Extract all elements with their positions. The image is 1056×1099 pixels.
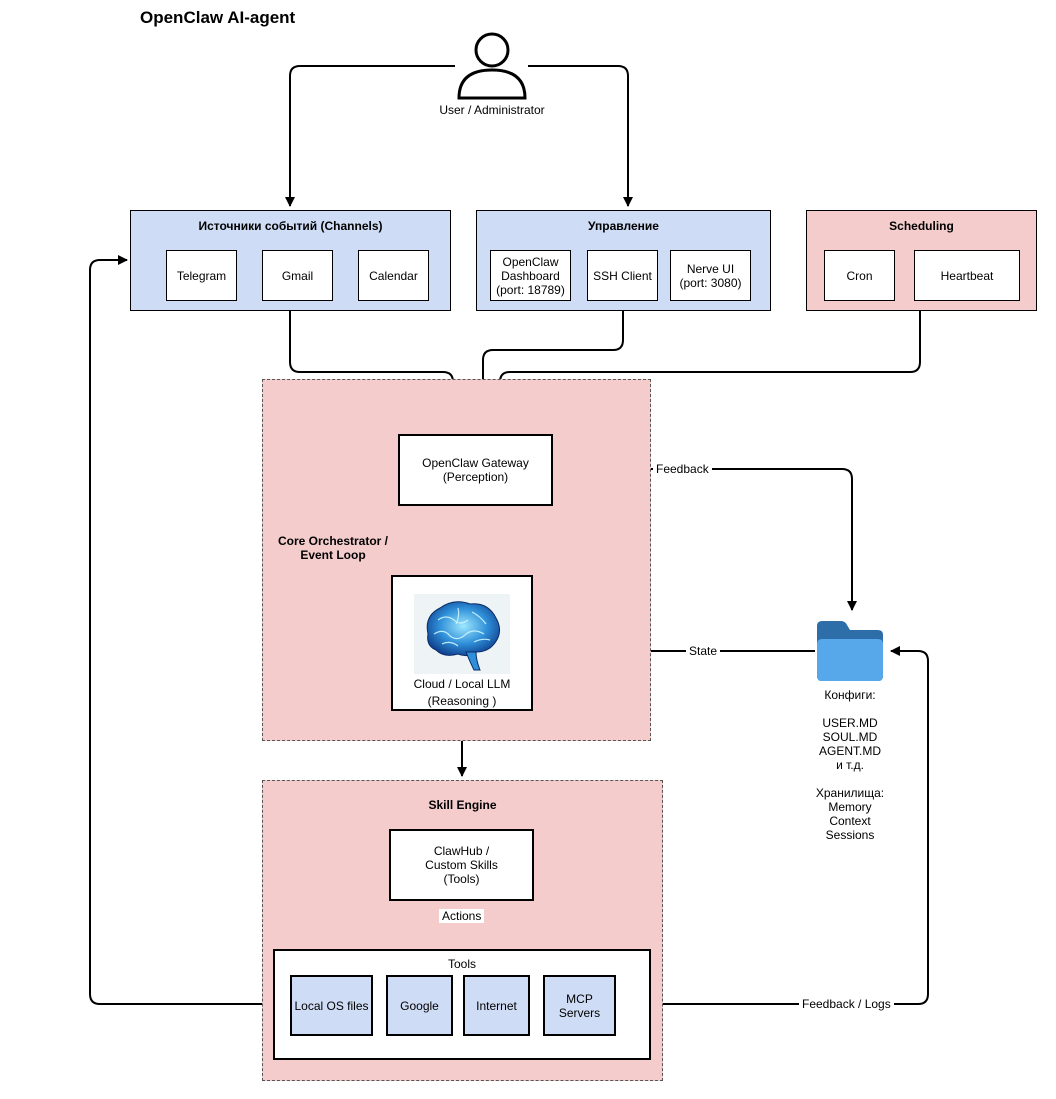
- folder-icon[interactable]: [815, 620, 885, 682]
- user-icon: [456, 30, 528, 100]
- brain-icon: [414, 594, 510, 674]
- edge-label-state: State: [686, 644, 721, 658]
- scheduling-heartbeat[interactable]: Heartbeat: [914, 250, 1020, 301]
- skill-engine-title: Skill Engine: [428, 798, 497, 812]
- edge-label-actions: Actions: [439, 909, 485, 923]
- openclaw-gateway[interactable]: OpenClaw Gateway (Perception): [398, 434, 553, 506]
- llm-label: Cloud / Local LLM: [413, 677, 511, 691]
- clawhub-skills[interactable]: ClawHub / Custom Skills (Tools): [389, 829, 534, 901]
- edge-tools-channels: [89, 255, 274, 1005]
- core-title: Core Orchestrator / Event Loop: [277, 534, 389, 562]
- channel-telegram[interactable]: Telegram: [166, 250, 237, 301]
- nerve-ui[interactable]: Nerve UI (port: 3080): [670, 250, 751, 301]
- edge-tools-storage: [651, 646, 929, 1005]
- edge-feedback-storage: [552, 468, 857, 611]
- tools-title: Tools: [447, 957, 476, 971]
- tool-internet[interactable]: Internet: [463, 975, 530, 1036]
- tool-local-os-files[interactable]: Local OS files: [290, 975, 373, 1036]
- tool-google[interactable]: Google: [386, 975, 453, 1036]
- llm-box[interactable]: Cloud / Local LLM (Reasoning ): [391, 575, 533, 711]
- user-label: User / Administrator: [439, 103, 545, 117]
- channel-calendar[interactable]: Calendar: [358, 250, 429, 301]
- channel-gmail[interactable]: Gmail: [262, 250, 333, 301]
- openclaw-dashboard[interactable]: OpenClaw Dashboard (port: 18789): [490, 250, 571, 301]
- tool-mcp-servers[interactable]: MCP Servers: [543, 975, 616, 1036]
- scheduling-group: Scheduling Cron Heartbeat: [806, 210, 1037, 311]
- edge-label-feedback-logs: Feedback / Logs: [799, 997, 894, 1011]
- management-group: Управление OpenClaw Dashboard (port: 187…: [476, 210, 771, 311]
- edge-label-feedback: Feedback: [653, 462, 712, 476]
- edge-user-management: [528, 65, 633, 207]
- scheduling-cron[interactable]: Cron: [824, 250, 895, 301]
- edge-management-gateway: [478, 310, 624, 432]
- edge-scheduling-gateway: [495, 310, 921, 432]
- edge-channels-gateway: [289, 310, 458, 432]
- storage-description: Конфиги: USER.MD SOUL.MD AGENT.MD и т.д.…: [815, 688, 885, 842]
- llm-sublabel: (Reasoning ): [427, 694, 497, 708]
- tools-group: Tools Local OS files Google Internet MCP…: [273, 949, 651, 1060]
- ssh-client[interactable]: SSH Client: [587, 250, 658, 301]
- management-title: Управление: [588, 219, 659, 233]
- page-title: OpenClaw AI-agent: [140, 8, 296, 27]
- scheduling-title: Scheduling: [889, 219, 954, 233]
- channels-title: Источники событий (Channels): [198, 219, 383, 233]
- edge-user-channels: [285, 65, 455, 207]
- channels-group: Источники событий (Channels) Telegram Gm…: [130, 210, 451, 311]
